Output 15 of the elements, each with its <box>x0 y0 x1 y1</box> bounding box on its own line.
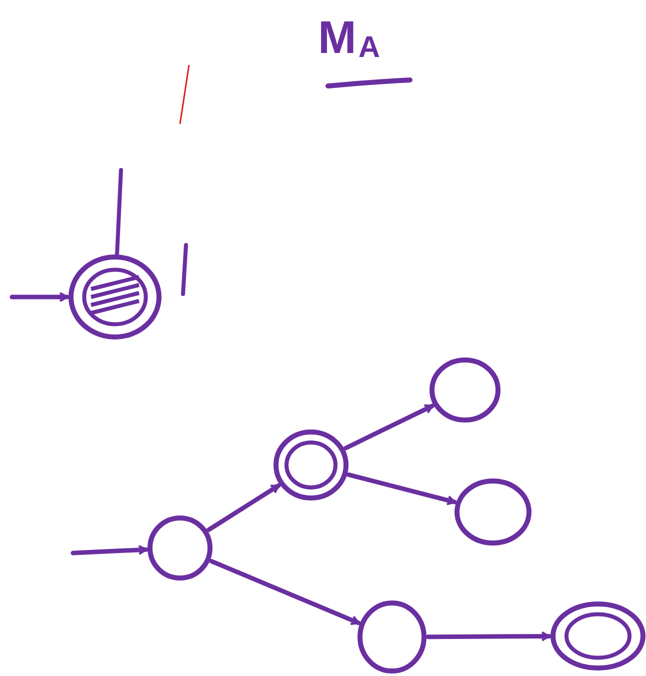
arrow <box>426 631 552 642</box>
accept-state-circle <box>67 253 163 341</box>
state-circle <box>453 477 533 547</box>
arrow <box>343 404 435 450</box>
accept-state-circle <box>549 600 646 672</box>
state-circle <box>356 599 428 675</box>
arrow <box>209 558 361 626</box>
state-circle <box>428 356 502 424</box>
arrow <box>70 544 148 556</box>
accept-state-circle <box>272 428 350 502</box>
arrow <box>10 292 70 302</box>
arrow <box>206 483 281 532</box>
title: M$_{A}$ <box>318 14 382 63</box>
arrow <box>346 472 457 506</box>
state-circle <box>146 514 214 582</box>
